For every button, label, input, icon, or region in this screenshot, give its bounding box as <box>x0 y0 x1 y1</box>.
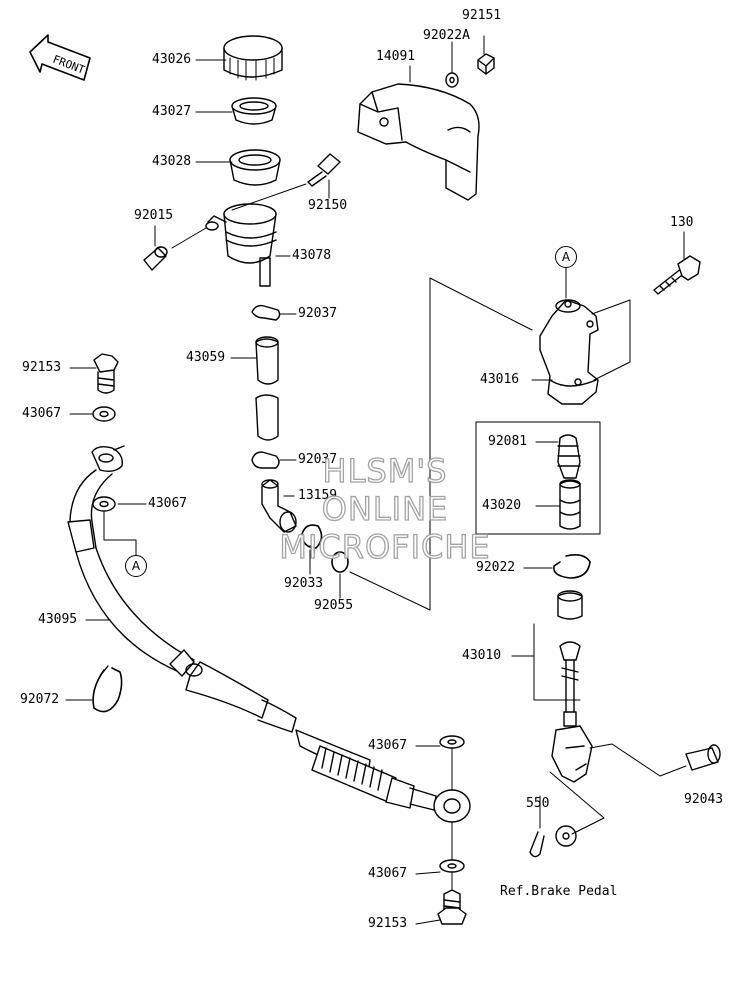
label-43067-2: 43067 <box>148 496 188 511</box>
label-92151: 92151 <box>462 8 502 23</box>
reference-note: Ref.Brake Pedal <box>500 884 618 899</box>
circlip-92022 <box>553 554 591 579</box>
label-43067-4: 43067 <box>368 866 408 881</box>
label-43067-3: 43067 <box>368 738 408 753</box>
sealing-washer-2 <box>92 496 116 512</box>
callout-a-top: A <box>555 246 577 268</box>
callout-a-bottom: A <box>125 555 147 577</box>
watermark-line-1: HLSM'S <box>322 451 448 490</box>
label-43028: 43028 <box>152 154 192 169</box>
collar <box>143 227 207 271</box>
label-43095: 43095 <box>38 612 78 627</box>
label-92153-bottom: 92153 <box>368 916 408 931</box>
label-43067-1: 43067 <box>22 406 62 421</box>
label-92081: 92081 <box>488 434 528 449</box>
label-92043: 92043 <box>684 792 724 807</box>
clevis-washer <box>555 825 577 847</box>
reservoir-hose <box>255 336 279 441</box>
piston-cup <box>557 434 581 479</box>
label-92037-top: 92037 <box>298 306 338 321</box>
circlip-92033 <box>301 524 323 553</box>
label-92022: 92022 <box>476 560 516 575</box>
label-92055: 92055 <box>314 598 354 613</box>
label-92150: 92150 <box>308 198 348 213</box>
piston-kit-frame <box>475 421 601 535</box>
reservoir-bolt <box>231 153 341 211</box>
brake-fluid-reservoir <box>205 203 277 287</box>
master-cylinder-body <box>539 299 631 405</box>
label-43078: 43078 <box>292 248 332 263</box>
banjo-bolt-top <box>93 353 119 394</box>
label-43016: 43016 <box>480 372 520 387</box>
label-14091: 14091 <box>376 49 416 64</box>
watermark-line-2: ONLINE <box>321 489 449 528</box>
sealing-washer-1 <box>92 406 116 422</box>
mounting-bolt-130 <box>653 255 701 295</box>
hose-clip <box>92 665 123 713</box>
label-92037-bottom: 92037 <box>298 452 338 467</box>
master-cylinder-cover <box>357 83 480 201</box>
label-550: 550 <box>526 796 550 811</box>
hose-clamp-bottom <box>251 451 280 469</box>
piston <box>559 479 581 530</box>
banjo-bolt-bottom <box>437 889 467 925</box>
washer-92022a <box>445 72 459 88</box>
assembly-bracket-line <box>349 277 533 611</box>
label-43020: 43020 <box>482 498 522 513</box>
diaphragm-plate <box>231 97 277 125</box>
label-43059: 43059 <box>186 350 226 365</box>
sealing-washer-4 <box>439 859 465 873</box>
label-43026: 43026 <box>152 52 192 67</box>
diaphragm <box>229 149 281 186</box>
label-92072: 92072 <box>20 692 60 707</box>
hose-clamp-top <box>251 304 281 321</box>
push-rod-assembly <box>533 590 593 783</box>
label-43027: 43027 <box>152 104 192 119</box>
label-92033: 92033 <box>284 576 324 591</box>
leader-lines <box>65 35 685 925</box>
hose-fitting <box>261 479 297 533</box>
brake-hose <box>67 445 471 823</box>
clevis-pin <box>685 744 721 771</box>
cotter-pin <box>529 831 545 858</box>
label-130: 130 <box>670 215 694 230</box>
label-92153-top: 92153 <box>22 360 62 375</box>
label-92022a: 92022A <box>423 28 470 43</box>
label-92015: 92015 <box>134 208 174 223</box>
watermark-line-3: MICROFICHE <box>279 527 491 566</box>
bolt-92151 <box>477 53 495 75</box>
label-43010: 43010 <box>462 648 502 663</box>
label-13159: 13159 <box>298 488 338 503</box>
o-ring <box>331 551 349 573</box>
sealing-washer-3 <box>439 735 465 749</box>
front-arrow-icon: FRONT <box>29 34 91 81</box>
reservoir-cap <box>223 35 283 81</box>
